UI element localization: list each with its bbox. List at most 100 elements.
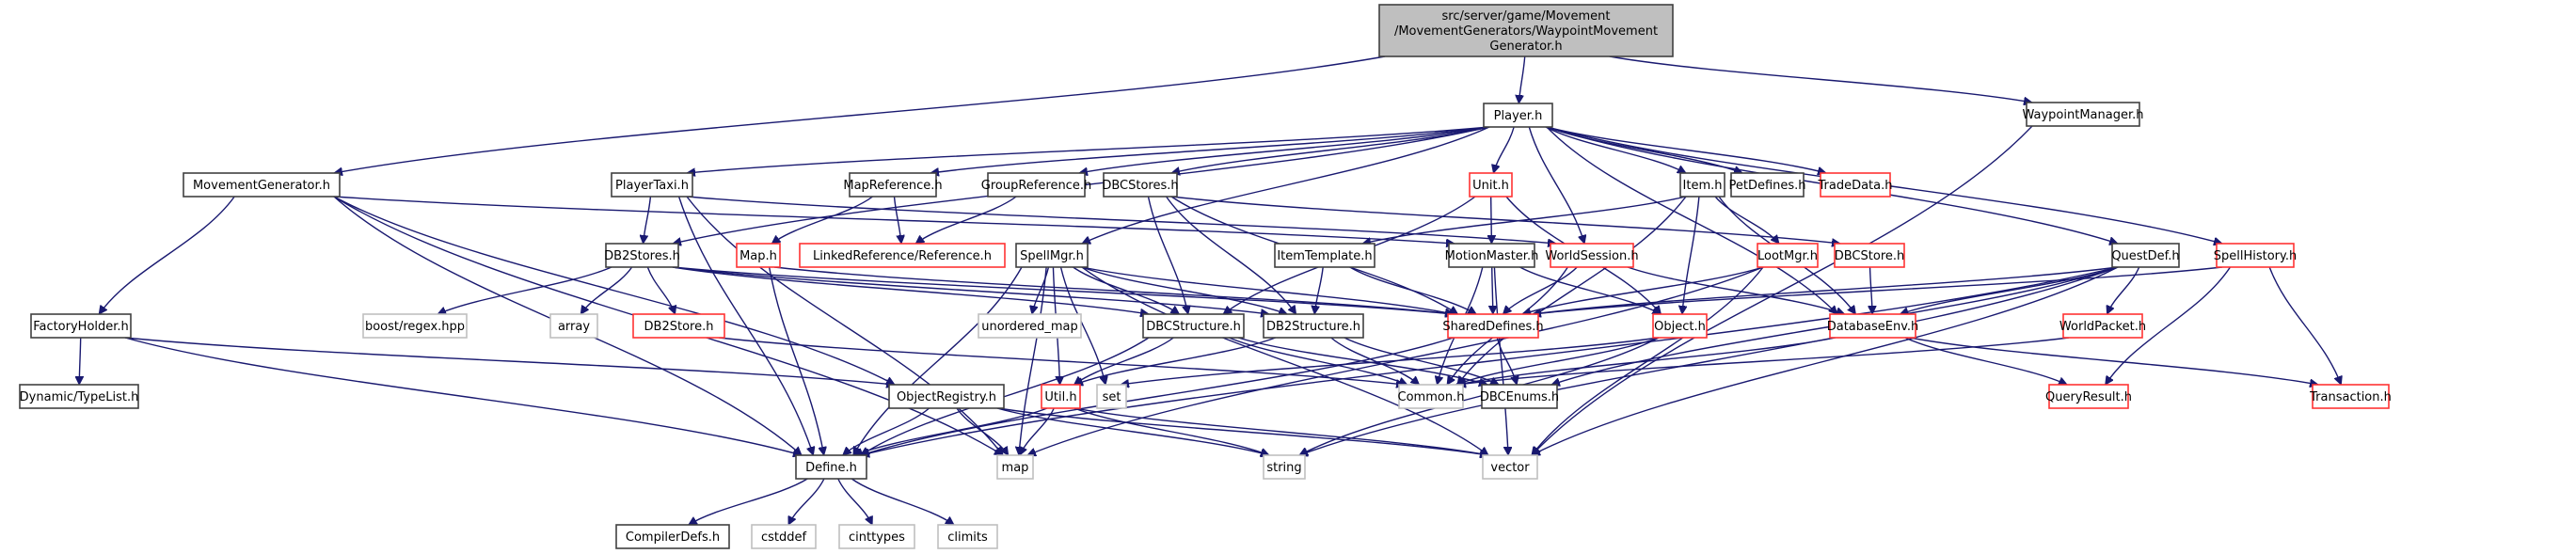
edge-root-to-waypointmanager <box>1609 55 2032 103</box>
edge-motionmaster-to-shareddefines <box>1492 266 1493 314</box>
edge-define-to-climits <box>851 478 954 525</box>
node-factoryholder[interactable]: FactoryHolder.h <box>30 313 132 339</box>
node-box <box>1550 243 1634 268</box>
node-map[interactable]: Map.h <box>736 243 781 268</box>
edge-spellhistory-to-shareddefines <box>1533 266 2223 314</box>
node-playertaxi[interactable]: PlayerTaxi.h <box>611 172 693 198</box>
node-lootmgr[interactable]: LootMgr.h <box>1757 243 1819 268</box>
edge-db2structure-to-util <box>1074 337 1276 385</box>
node-box <box>795 454 867 480</box>
node-util[interactable]: Util.h <box>1041 384 1081 409</box>
edge-worldpacket-to-common <box>1457 337 2070 385</box>
edge-lootmgr-to-shareddefines <box>1522 266 1764 314</box>
node-tradedata[interactable]: TradeData.h <box>1817 172 1893 198</box>
node-object[interactable]: Object.h <box>1652 313 1708 339</box>
edge-waypointmanager-to-vector <box>1532 125 2033 455</box>
node-db2store[interactable]: DB2Store.h <box>632 313 725 339</box>
node-label: set <box>1103 390 1121 404</box>
node-objectregistry[interactable]: ObjectRegistry.h <box>888 384 1005 409</box>
node-worldpacket[interactable]: WorldPacket.h <box>2059 313 2146 339</box>
node-label: Define.h <box>805 461 857 475</box>
node-linkedreference[interactable]: LinkedReference/Reference.h <box>799 243 1006 268</box>
edge-worldsession-to-databaseenv <box>1627 266 1845 314</box>
edge-itemtemplate-to-db2structure <box>1314 266 1324 314</box>
nodes-layer: src/server/game/Movement/MovementGenerat… <box>19 4 2392 549</box>
edge-db2stores-to-boost-regex <box>437 266 612 314</box>
node-db2structure[interactable]: DB2Structure.h <box>1263 313 1364 339</box>
node-box <box>849 172 937 198</box>
node-label: MotionMaster.h <box>1445 249 1539 263</box>
node-label: Common.h <box>1398 390 1465 404</box>
node-dbcstore[interactable]: DBCStore.h <box>1834 243 1905 268</box>
edge-item-to-itemtemplate <box>1362 196 1687 244</box>
node-movementgenerator[interactable]: MovementGenerator.h <box>183 172 341 198</box>
node-questdef[interactable]: QuestDef.h <box>2111 243 2180 268</box>
edge-dbcstores-to-db2structure <box>1166 196 1297 314</box>
node-root[interactable]: src/server/game/Movement/MovementGenerat… <box>1378 4 1674 57</box>
node-groupreference[interactable]: GroupReference.h <box>981 172 1091 198</box>
node-dbcenums[interactable]: DBCEnums.h <box>1480 384 1559 409</box>
edge-spellmgr-to-shareddefines <box>1081 266 1454 314</box>
node-db2stores[interactable]: DB2Stores.h <box>604 243 680 268</box>
node-define[interactable]: Define.h <box>795 454 867 480</box>
node-label: cstddef <box>761 530 807 545</box>
node-map: map <box>996 454 1034 480</box>
edge-spellhistory-to-queryresult <box>2105 266 2232 385</box>
node-dbcstores[interactable]: DBCStores.h <box>1102 172 1179 198</box>
node-unit[interactable]: Unit.h <box>1469 172 1513 198</box>
node-transaction[interactable]: Transaction.h <box>2309 384 2392 409</box>
edge-mapreference-to-linkedreference <box>893 196 902 244</box>
node-cstddef: cstddef <box>751 524 817 549</box>
node-worldsession[interactable]: WorldSession.h <box>1545 243 1639 268</box>
node-label: Map.h <box>739 249 777 263</box>
node-label: LootMgr.h <box>1757 249 1818 263</box>
node-box <box>736 243 781 268</box>
node-box <box>1263 454 1306 480</box>
edge-db2structure-to-common <box>1330 337 1420 385</box>
node-player[interactable]: Player.h <box>1483 103 1553 128</box>
node-petdefines[interactable]: PetDefines.h <box>1728 172 1806 198</box>
node-box <box>1263 313 1364 339</box>
node-dbcstructure[interactable]: DBCStructure.h <box>1142 313 1245 339</box>
node-mapreference[interactable]: MapReference.h <box>843 172 943 198</box>
node-label: Item.h <box>1683 179 1723 193</box>
node-queryresult[interactable]: QueryResult.h <box>2045 384 2132 409</box>
node-set: set <box>1096 384 1127 409</box>
edge-dbcstructure-to-common <box>1229 337 1407 385</box>
node-box <box>2312 384 2390 409</box>
node-box <box>1679 172 1725 198</box>
node-motionmaster[interactable]: MotionMaster.h <box>1445 243 1539 268</box>
node-label: SpellMgr.h <box>1020 249 1084 263</box>
node-label: PetDefines.h <box>1728 179 1805 193</box>
node-box <box>1730 172 1805 198</box>
node-item[interactable]: Item.h <box>1679 172 1725 198</box>
node-spellmgr[interactable]: SpellMgr.h <box>1015 243 1089 268</box>
node-box <box>1652 313 1708 339</box>
edge-player-to-databaseenv <box>1546 126 1837 314</box>
edge-mapreference-to-map <box>771 196 873 244</box>
node-itemtemplate[interactable]: ItemTemplate.h <box>1274 243 1375 268</box>
edge-objectregistry-to-vector <box>997 407 1488 455</box>
node-label: DBCStructure.h <box>1146 320 1241 334</box>
node-databaseenv[interactable]: DatabaseEnv.h <box>1827 313 1919 339</box>
node-spellhistory[interactable]: SpellHistory.h <box>2214 243 2298 268</box>
edge-map-to-define <box>768 266 824 455</box>
edge-shareddefines-to-dbcenums <box>1496 337 1517 385</box>
edge-groupreference-to-linkedreference <box>915 196 1017 244</box>
node-box <box>615 524 730 549</box>
edge-player-to-spellmgr <box>1082 126 1490 244</box>
node-waypointmanager[interactable]: WaypointManager.h <box>2023 102 2144 127</box>
node-dynamictypelist[interactable]: Dynamic/TypeList.h <box>19 384 139 409</box>
edge-questdef-to-vector <box>1532 266 2119 456</box>
edge-playertaxi-to-define <box>677 196 814 455</box>
node-box <box>937 524 998 549</box>
node-shareddefines[interactable]: SharedDefines.h <box>1442 313 1544 339</box>
node-compilerdefs[interactable]: CompilerDefs.h <box>615 524 730 549</box>
node-box <box>888 384 1005 409</box>
node-label: QueryResult.h <box>2045 390 2132 404</box>
edge-player-to-groupreference <box>1079 126 1490 173</box>
node-label: Object.h <box>1654 320 1706 334</box>
edge-databaseenv-to-transaction <box>1909 337 2318 385</box>
edge-item-to-lootmgr <box>1714 196 1779 244</box>
